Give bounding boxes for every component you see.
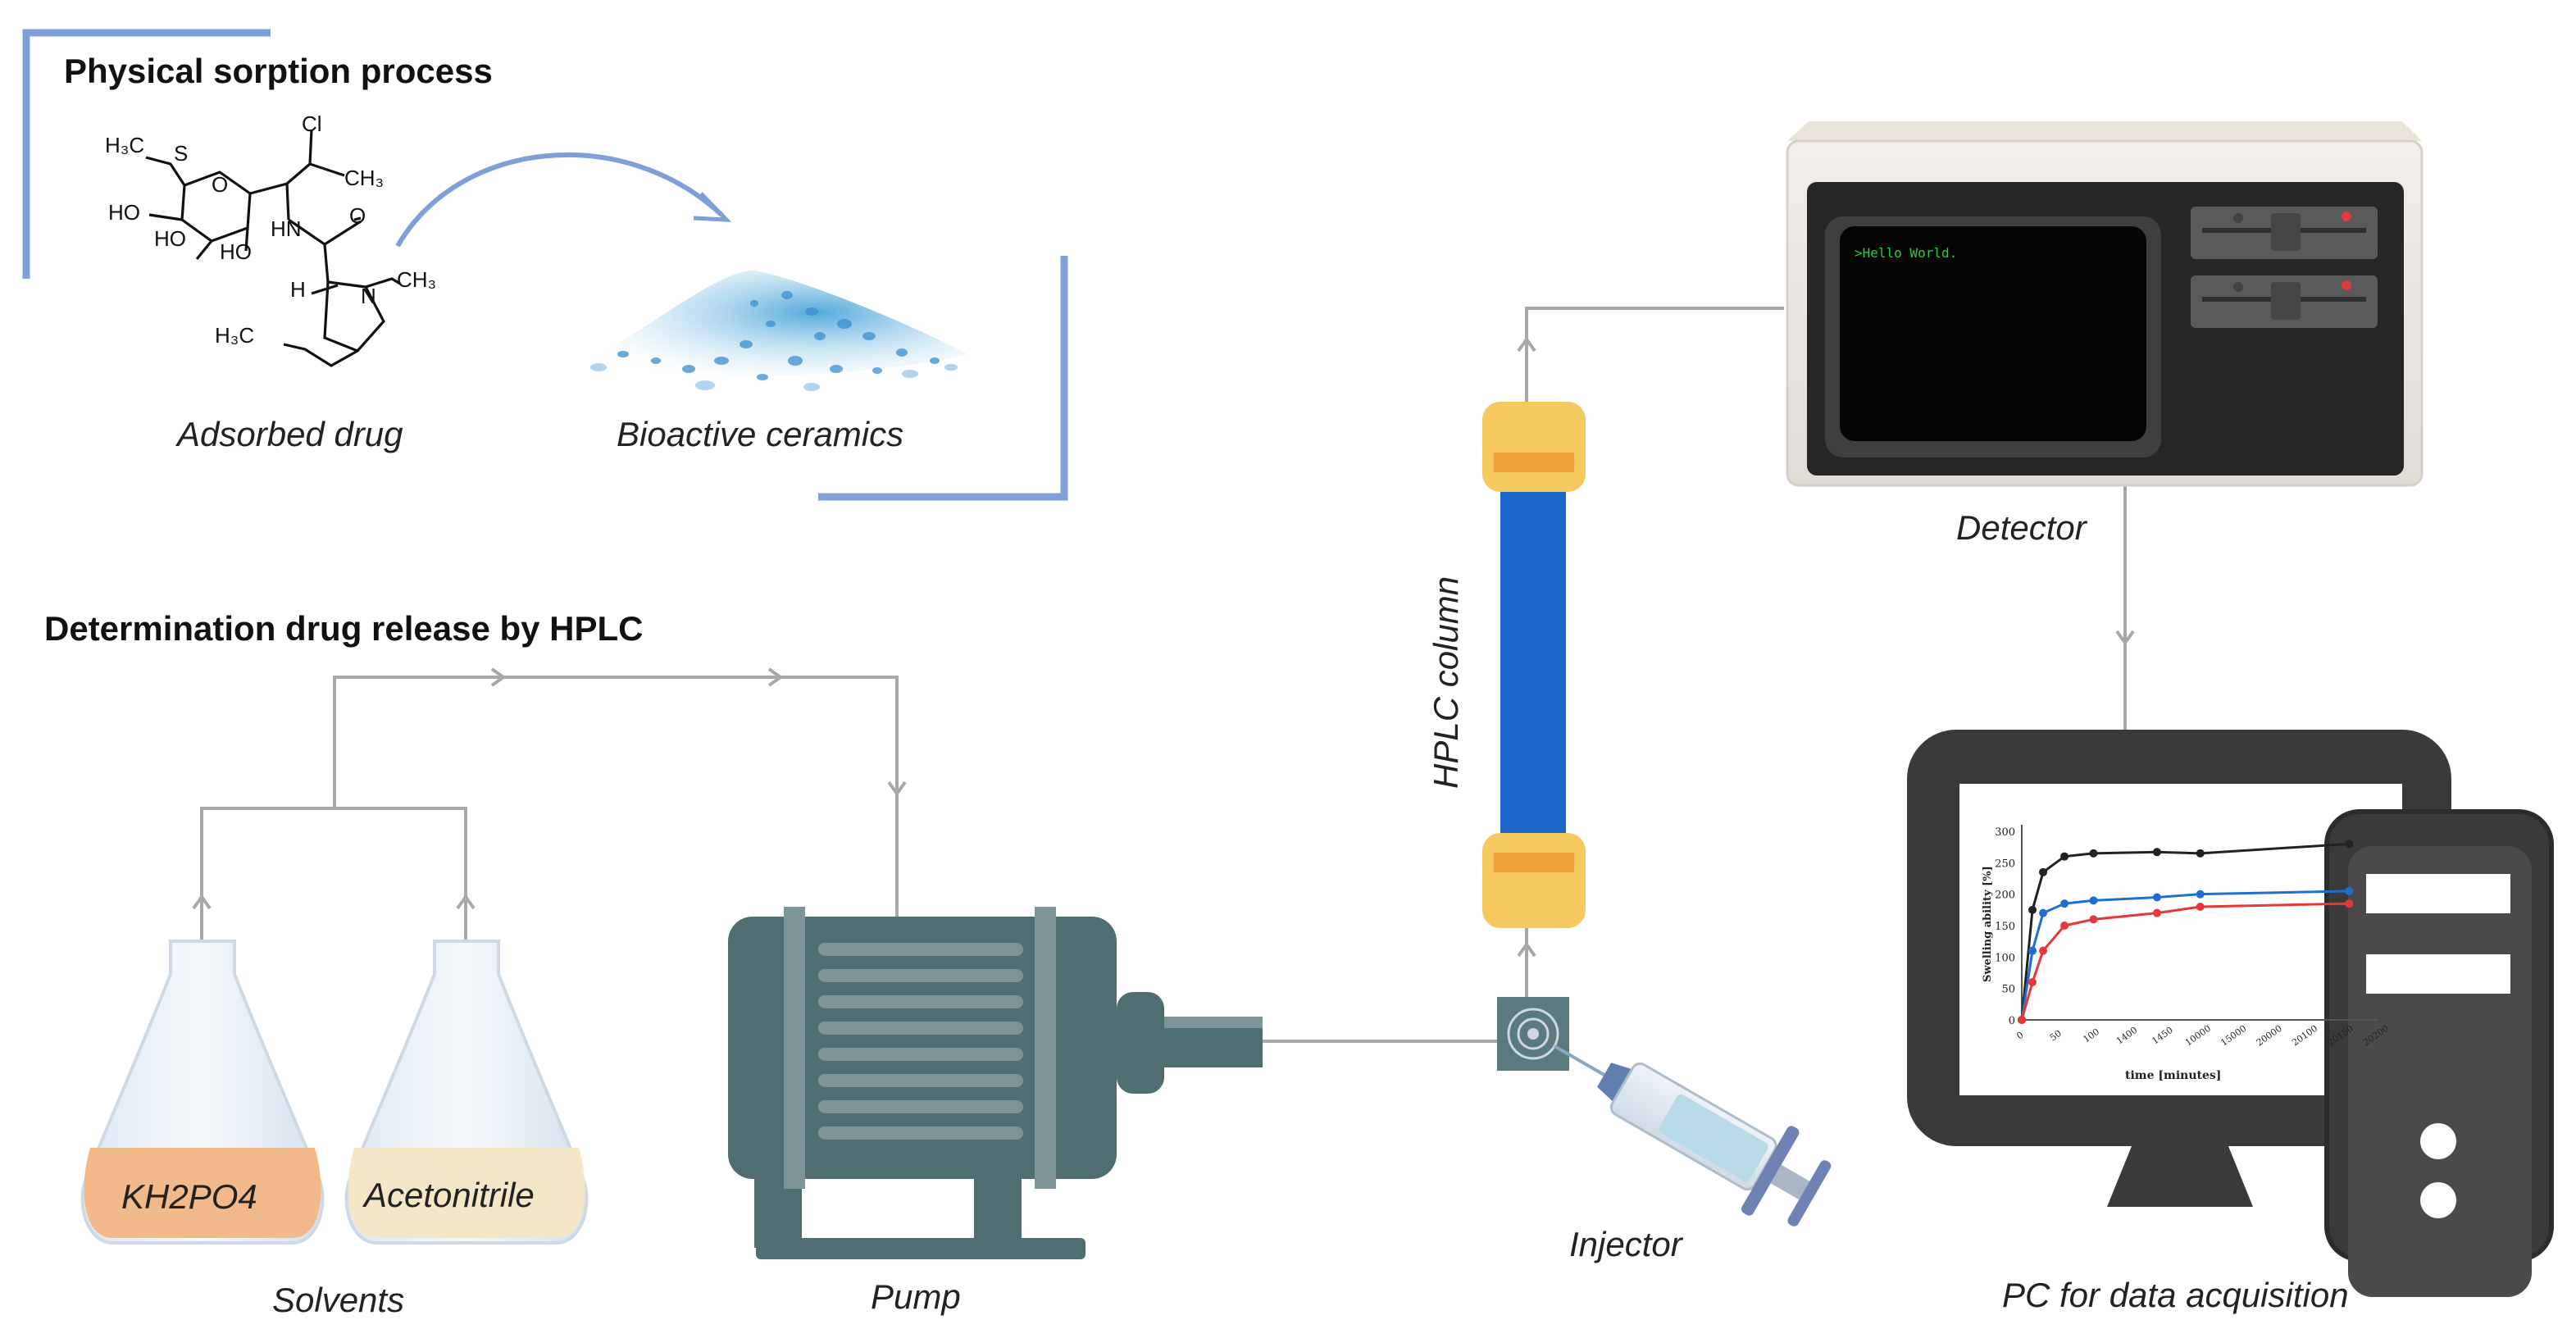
label-detector: Detector xyxy=(1956,508,2088,547)
chart-y-tick-label: 250 xyxy=(1995,858,2015,870)
chart-series-line xyxy=(2020,902,2350,1021)
label-bioactive-ceramics: Bioactive ceramics xyxy=(617,415,903,453)
sorption-panel: Physical sorption process H₃C S xyxy=(22,29,1068,501)
label-pc: PC for data acquisition xyxy=(2002,1276,2349,1314)
chart-point xyxy=(2039,908,2048,917)
chart-y-tick-label: 0 xyxy=(2009,1015,2015,1027)
flask-acetonitrile: Acetonitrile xyxy=(344,940,589,1245)
atom-ho-2: HO xyxy=(154,226,186,251)
injector-valve xyxy=(1497,997,1569,1071)
chart-ylabel: Swelling ability [%] xyxy=(1982,866,1994,982)
flow-arrowheads xyxy=(192,336,2135,958)
chart-point xyxy=(2345,899,2354,908)
bioactive-ceramics-illustration xyxy=(590,271,967,391)
chart-point xyxy=(2028,978,2037,986)
chart-point xyxy=(2060,852,2069,861)
sorption-frame-top-left xyxy=(22,29,271,279)
chart-point xyxy=(2152,908,2161,917)
chart-y-tick-label: 100 xyxy=(1995,952,2015,964)
atom-cl: Cl xyxy=(302,112,322,136)
chart-point xyxy=(2196,890,2205,899)
chart-point xyxy=(2196,903,2205,911)
label-solvents: Solvents xyxy=(272,1281,404,1319)
detector-illustration: >Hello World. xyxy=(1786,121,2424,487)
chart-xlabel: time [minutes] xyxy=(2125,1069,2221,1082)
atom-hn: HN xyxy=(271,216,302,241)
chart-point xyxy=(2196,849,2205,858)
hplc-column xyxy=(1482,402,1586,928)
atom-o-carbonyl: O xyxy=(349,203,366,228)
syringe-illustration xyxy=(1553,1044,1832,1226)
chart-point xyxy=(2039,946,2048,955)
chart-point xyxy=(2152,848,2161,857)
flask-kh2po4-label: KH2PO4 xyxy=(121,1177,257,1216)
atom-ho-3: HO xyxy=(220,239,252,264)
label-injector: Injector xyxy=(1569,1225,1684,1263)
pc-illustration xyxy=(1907,730,2554,1297)
chart-y-tick-label: 300 xyxy=(1995,826,2015,839)
atom-ho-1: HO xyxy=(108,200,140,225)
chart-point xyxy=(2018,1016,2026,1024)
atom-ch3-n: CH₃ xyxy=(397,267,436,292)
atom-h: H xyxy=(290,277,306,302)
chart-y-tick-label: 150 xyxy=(1995,921,2015,933)
atom-h3c-bottom: H₃C xyxy=(215,323,254,348)
chart-y-tick-label: 200 xyxy=(1995,890,2015,902)
chart-point xyxy=(2089,849,2098,858)
detector-screen-text: >Hello World. xyxy=(1855,245,1957,261)
drug-molecule xyxy=(145,129,401,367)
label-hplc-column: HPLC column xyxy=(1427,576,1465,789)
atom-h3c-s: H₃C xyxy=(105,133,144,157)
chart-point xyxy=(2060,922,2069,930)
chart-point xyxy=(2028,905,2037,914)
chart-point xyxy=(2089,915,2098,924)
atom-s: S xyxy=(174,141,188,166)
chart-series-line xyxy=(2020,842,2350,1021)
label-pump: Pump xyxy=(871,1277,961,1316)
chart-point xyxy=(2345,840,2354,849)
label-adsorbed-drug: Adsorbed drug xyxy=(175,415,403,453)
flask-acetonitrile-label: Acetonitrile xyxy=(362,1176,535,1214)
atom-n: N xyxy=(361,284,376,308)
tubing xyxy=(200,307,2127,1043)
chart-point xyxy=(2039,867,2048,876)
sorption-frame-bottom-right xyxy=(818,256,1068,501)
atom-ch3-top: CH₃ xyxy=(344,166,384,190)
chart-point xyxy=(2152,893,2161,902)
hplc-title: Determination drug release by HPLC xyxy=(44,609,644,648)
pump-illustration xyxy=(728,907,1263,1259)
flask-kh2po4: KH2PO4 xyxy=(80,940,325,1245)
chart-series-line xyxy=(2020,890,2350,1021)
chart-y-tick-label: 50 xyxy=(2001,984,2015,996)
chart-point xyxy=(2028,946,2037,955)
chart-point xyxy=(2345,886,2354,895)
sorption-arrow xyxy=(395,152,732,248)
sorption-title: Physical sorption process xyxy=(64,52,493,90)
chart-point xyxy=(2060,899,2069,908)
atom-o-ring: O xyxy=(212,172,228,197)
chart-point xyxy=(2089,896,2098,905)
